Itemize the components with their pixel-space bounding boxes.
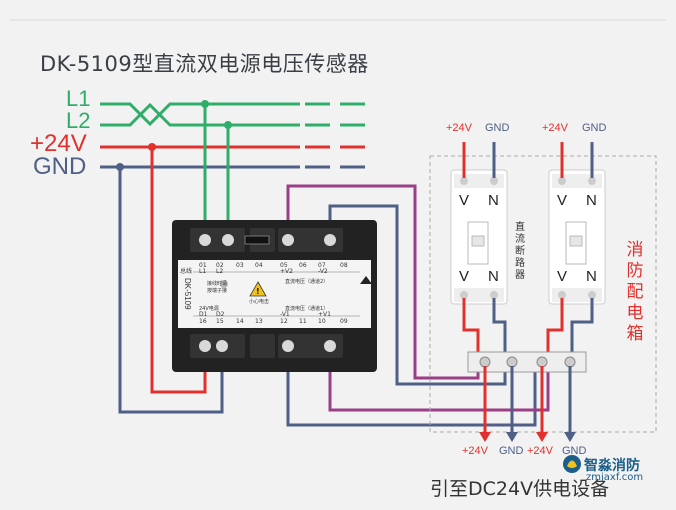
distribution-box: [429, 155, 657, 433]
module-bottom-terminal-number: 11: [299, 318, 307, 325]
output-gnd1-label: GND: [499, 445, 524, 457]
breaker-left-n-bottom: N: [488, 268, 499, 285]
l2-bus: [100, 102, 365, 127]
module-note-a: 接线时请: [207, 281, 228, 287]
breaker-left: [450, 169, 508, 305]
module-group-top: 直流电压（通道2）: [285, 279, 329, 285]
breaker-name-label: 直流断路器: [515, 222, 525, 281]
output-pos1-label: +24V: [462, 445, 488, 457]
breaker-right-v-bottom: V: [557, 268, 568, 285]
l1-bus: [100, 102, 365, 127]
module-note-b: 按端子接: [207, 288, 228, 294]
module-bottom-terminal-number: 15: [216, 318, 224, 325]
page-title: DK-5109型直流双电源电压传感器: [40, 52, 369, 76]
module-top-terminal-sub: L1: [199, 268, 207, 275]
breaker-right-n-top: N: [586, 192, 597, 209]
module-bottom-terminal-number: 14: [236, 318, 244, 325]
output-pos2-label: +24V: [527, 445, 553, 457]
module-bottom-terminal-sub: -V1: [280, 311, 290, 318]
module-bottom-terminal-number: 13: [255, 318, 263, 325]
brand-logo: [563, 455, 581, 473]
module-bottom-terminal-sub: D2: [216, 311, 225, 318]
breaker-right-v-top: V: [557, 192, 568, 209]
bus-label-24v: +24V: [30, 130, 87, 157]
breaker-right-n-bottom: N: [586, 268, 597, 285]
breaker-right-pos-label: +24V: [542, 122, 568, 134]
module-supply-label: 24V电源: [199, 306, 219, 312]
sensor-module: !: [172, 220, 377, 372]
module-top-terminal-sub: L2: [216, 268, 224, 275]
module-marker: 总线: [180, 268, 193, 275]
module-bottom-terminal-number: 16: [199, 318, 207, 325]
svg-text:!: !: [256, 287, 260, 296]
module-top-terminal-number: 08: [340, 262, 348, 269]
module-top-terminal-number: 03: [236, 262, 244, 269]
module-warning: 小心电击: [249, 299, 270, 305]
bus-label-l2: L2: [66, 108, 91, 133]
breaker-right: [548, 169, 606, 305]
module-top-terminal-number: 01: [199, 262, 207, 269]
module-top-terminal-sub: -V2: [318, 268, 328, 275]
module-top-terminal-number: 07: [318, 262, 326, 269]
brand-url: zmjaxf.com: [586, 472, 644, 483]
wire-v2-pos: [286, 184, 480, 380]
module-bottom-terminal-sub: D1: [199, 311, 208, 318]
module-bottom-terminal-number: 10: [318, 318, 326, 325]
module-top-terminal-number: 06: [299, 262, 307, 269]
module-bottom-terminal-number: 12: [280, 318, 288, 325]
module-group-bottom: 直流电压（通道1）: [285, 306, 329, 312]
breaker-left-pos-label: +24V: [446, 122, 472, 134]
module-bottom-terminal-sub: +V1: [318, 311, 331, 318]
wire-d2: [118, 167, 224, 414]
bottom-caption: 引至DC24V供电设备: [430, 478, 610, 500]
output-gnd2-label: GND: [562, 445, 587, 457]
wire-v1-neg: [286, 352, 537, 427]
breaker-left-n-top: N: [488, 192, 499, 209]
module-top-terminal-number: 05: [280, 262, 288, 269]
terminal-strip: [467, 351, 587, 373]
breaker-left-v-top: V: [459, 192, 470, 209]
wire-v1-pos: [328, 352, 550, 412]
module-top-terminal-number: 02: [216, 262, 224, 269]
brand-name: 智淼消防: [584, 458, 640, 474]
cabinet-label: 消防配电箱: [626, 240, 644, 344]
breaker-left-gnd-label: GND: [485, 122, 510, 134]
breaker-left-v-bottom: V: [459, 268, 470, 285]
wire-v2-neg: [328, 204, 507, 386]
module-top-terminal-sub: +V2: [280, 268, 293, 275]
module-model: DK-5109: [183, 278, 192, 310]
bus-label-gnd: GND: [33, 153, 87, 180]
module-top-terminal-number: 04: [255, 262, 263, 269]
breaker-right-gnd-label: GND: [582, 122, 607, 134]
bus-label-l1: L1: [66, 86, 91, 111]
module-bottom-terminal-number: 09: [340, 318, 348, 325]
